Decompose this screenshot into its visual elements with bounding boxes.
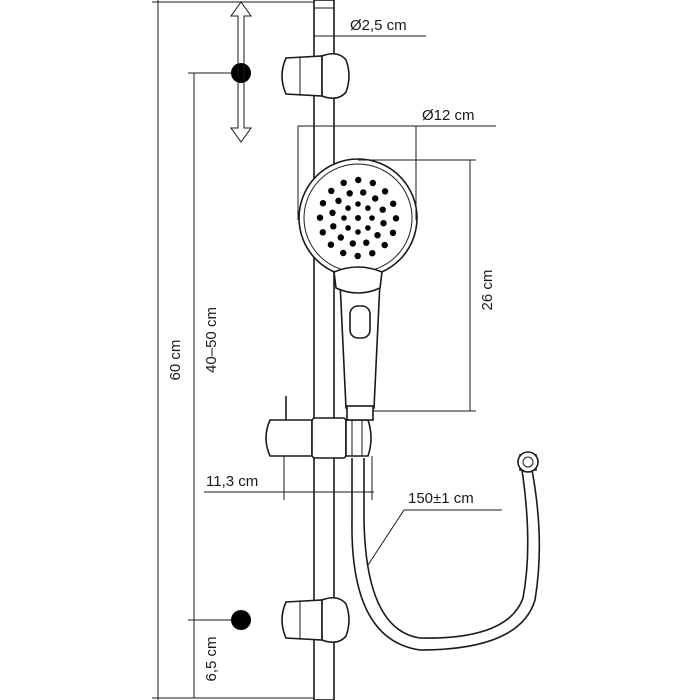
nozzle-center bbox=[355, 215, 361, 221]
nozzle bbox=[345, 225, 351, 231]
nozzle bbox=[390, 200, 397, 207]
label-bracket-spacing: 40–50 cm bbox=[203, 307, 220, 373]
nozzle bbox=[369, 215, 375, 221]
dimension-hose-length: 150±1 cm bbox=[367, 490, 502, 566]
nozzle bbox=[346, 190, 353, 197]
bottom-wall-bracket bbox=[281, 596, 350, 644]
dimension-bar-diameter: Ø2,5 cm bbox=[314, 17, 426, 37]
nozzle bbox=[365, 205, 371, 211]
nozzle bbox=[381, 241, 388, 249]
top-screw-marker bbox=[231, 63, 251, 83]
nozzle bbox=[380, 220, 387, 227]
nozzle bbox=[381, 188, 389, 195]
nozzle bbox=[369, 250, 376, 257]
nozzle bbox=[374, 232, 381, 239]
dimension-total-height: 60 cm bbox=[152, 0, 314, 700]
nozzle bbox=[337, 234, 344, 241]
dimension-head-diameter: Ø12 cm bbox=[297, 107, 496, 220]
nozzle bbox=[392, 215, 400, 222]
nozzle bbox=[365, 225, 371, 231]
nozzle bbox=[349, 240, 356, 247]
nozzle bbox=[316, 214, 324, 221]
nozzle bbox=[355, 176, 362, 184]
slide-rail bbox=[313, 0, 335, 700]
nozzle bbox=[345, 205, 351, 211]
dimension-bracket-spacing: 40–50 cm bbox=[188, 72, 231, 698]
hose-nut bbox=[517, 451, 539, 473]
hand-shower bbox=[298, 158, 418, 421]
nozzle bbox=[319, 200, 327, 207]
height-adjust-arrow bbox=[230, 1, 252, 143]
nozzle bbox=[372, 195, 379, 202]
nozzle bbox=[340, 249, 347, 257]
nozzle bbox=[341, 215, 347, 221]
shower-hose bbox=[351, 451, 541, 651]
nozzle bbox=[379, 206, 386, 213]
label-head-diameter: Ø12 cm bbox=[422, 107, 475, 124]
label-head-height: 26 cm bbox=[479, 270, 496, 311]
label-bottom-offset: 6,5 cm bbox=[203, 636, 220, 681]
nozzle bbox=[355, 201, 361, 207]
top-wall-bracket bbox=[281, 52, 350, 100]
nozzle bbox=[360, 189, 367, 196]
label-hose-length: 150±1 cm bbox=[408, 490, 474, 507]
nozzle bbox=[319, 229, 326, 236]
nozzle bbox=[369, 179, 376, 187]
nozzle bbox=[354, 252, 361, 260]
label-total-height: 60 cm bbox=[167, 340, 184, 381]
label-arm-projection: 11,3 cm bbox=[206, 473, 258, 490]
nozzle bbox=[389, 229, 397, 236]
label-bar-diameter: Ø2,5 cm bbox=[350, 17, 407, 34]
dimension-arm-projection: 11,3 cm bbox=[204, 456, 374, 500]
nozzle bbox=[329, 209, 336, 216]
dimension-head-height: 26 cm bbox=[358, 159, 496, 412]
nozzle bbox=[328, 187, 335, 195]
nozzle bbox=[363, 239, 370, 246]
bottom-screw-marker bbox=[231, 610, 251, 630]
nozzle bbox=[335, 197, 342, 204]
nozzle bbox=[340, 179, 347, 186]
nozzle bbox=[330, 223, 337, 230]
nozzle bbox=[355, 229, 361, 235]
nozzle-pattern bbox=[316, 176, 400, 260]
nozzle bbox=[327, 241, 335, 248]
